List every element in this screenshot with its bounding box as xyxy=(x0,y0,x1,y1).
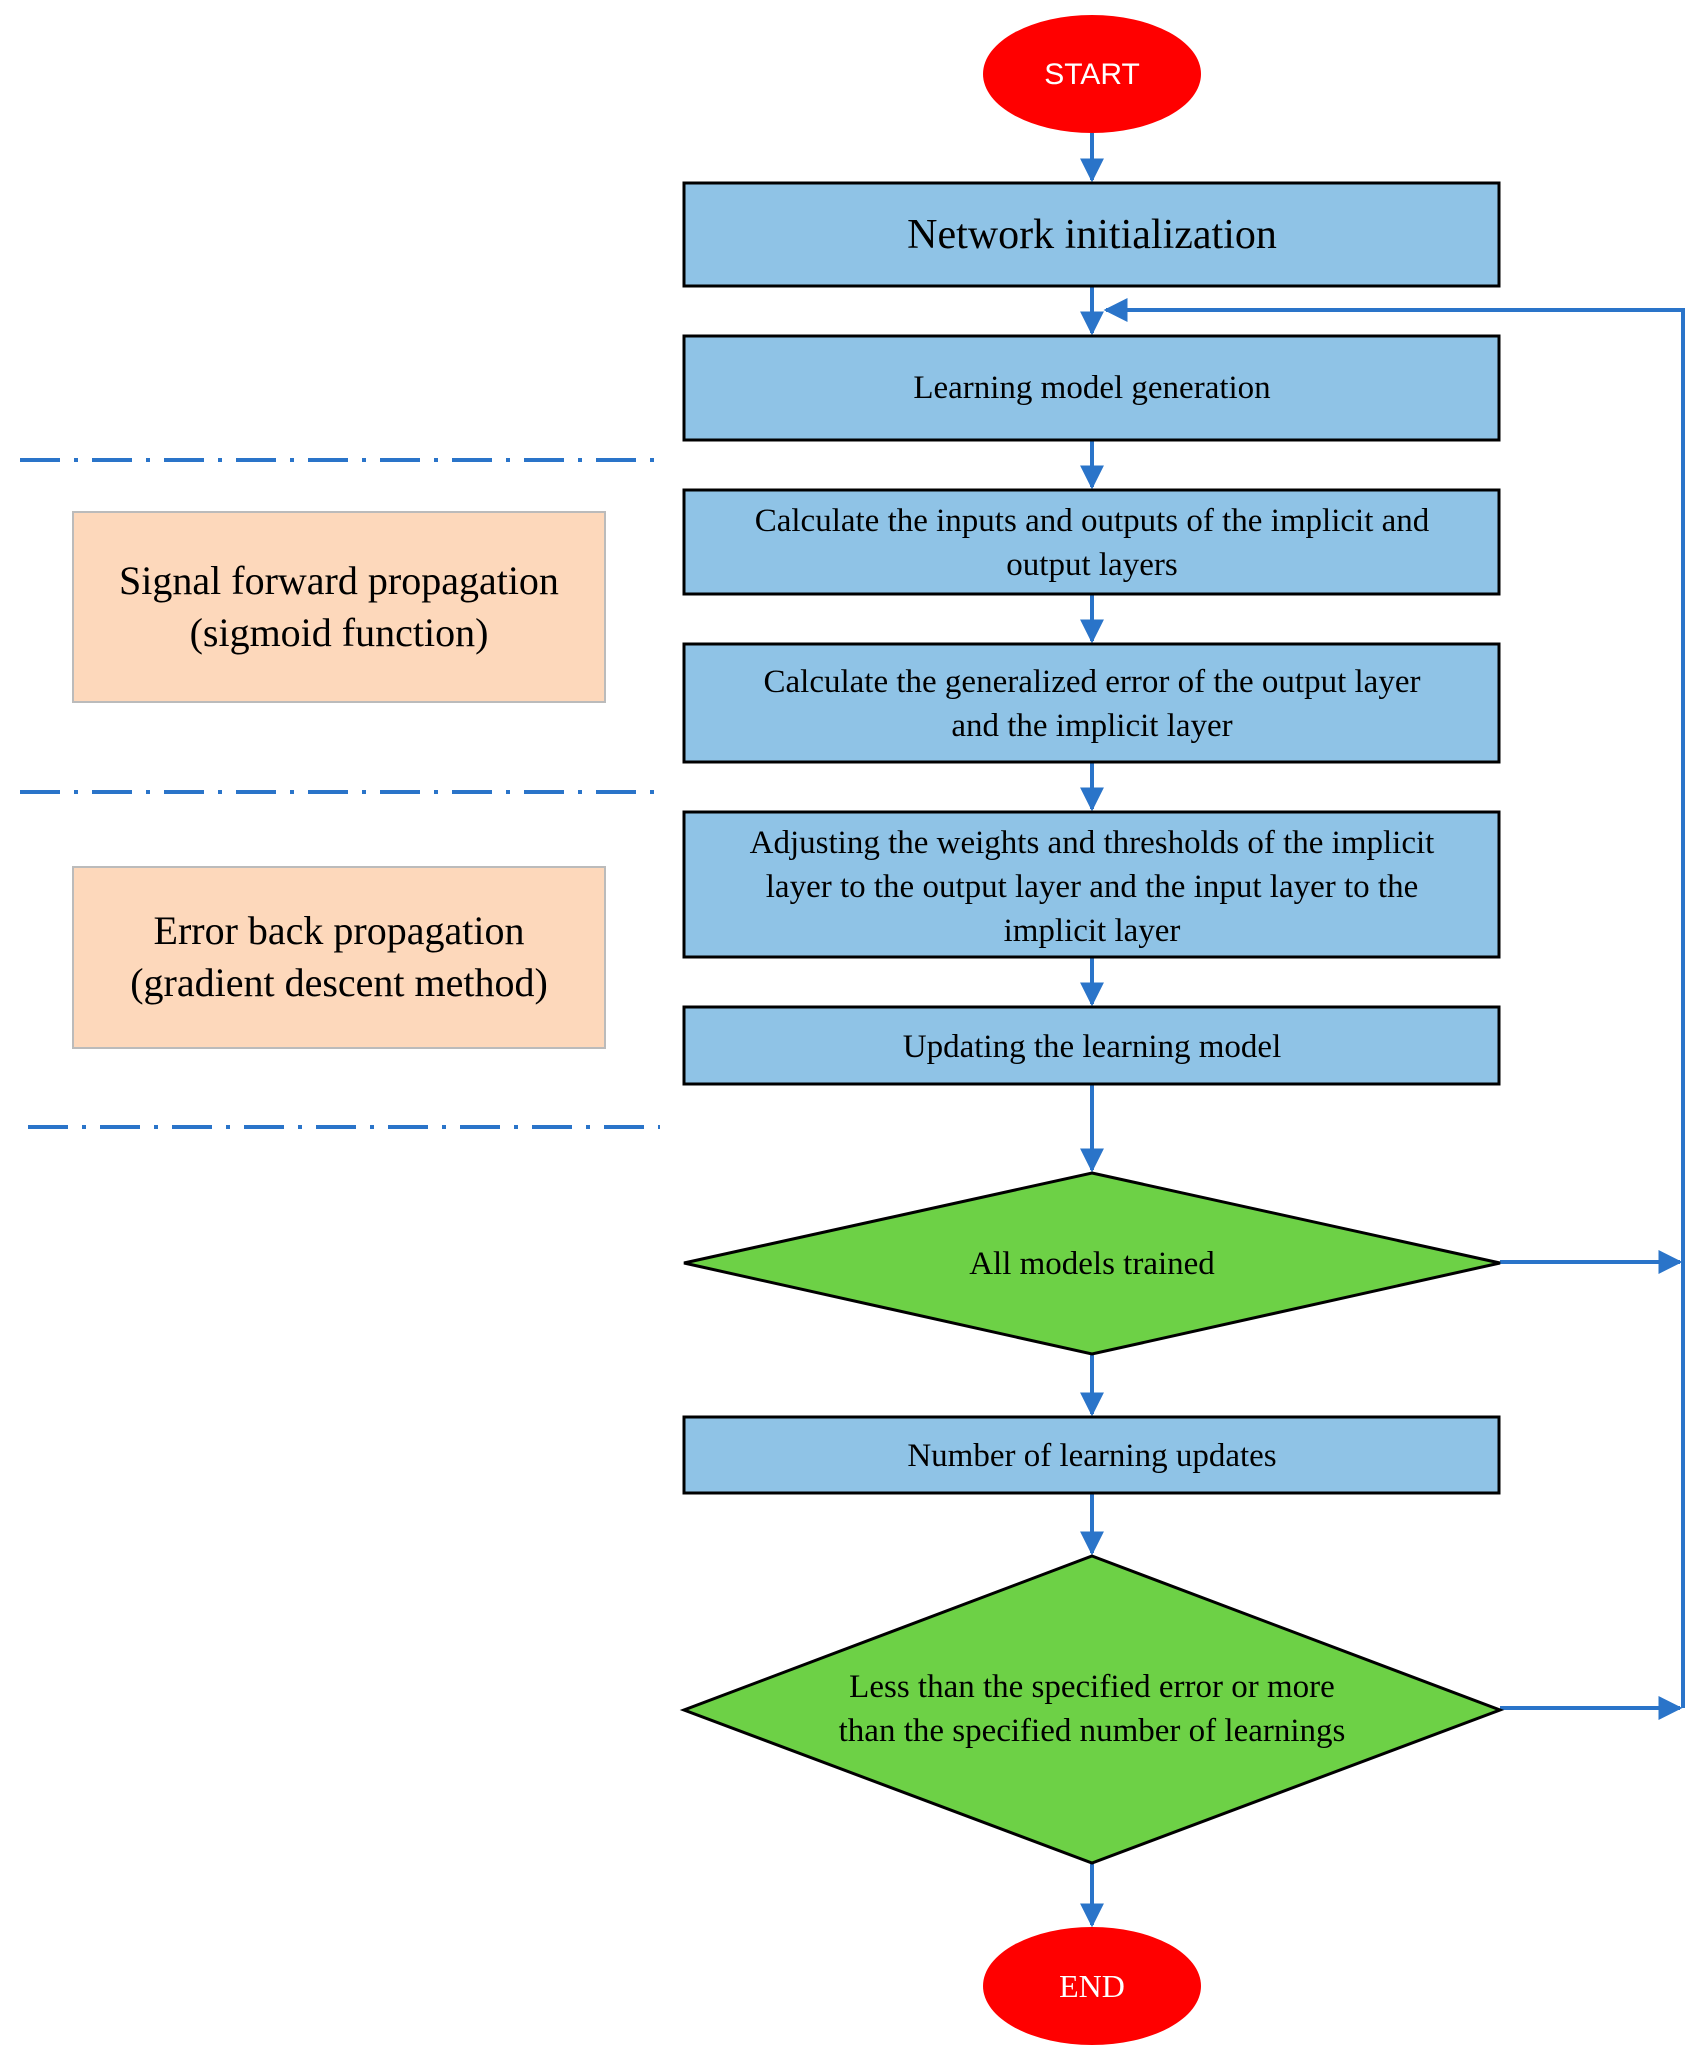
generation-label: Learning model generation xyxy=(913,370,1270,406)
number-of-updates-box: Number of learning updates xyxy=(682,1415,1501,1495)
adjust-line-2: layer to the output layer and the input … xyxy=(766,869,1418,905)
end-terminal: END xyxy=(983,1927,1201,2045)
calc-error-line-1: Calculate the generalized error of the o… xyxy=(764,664,1421,700)
loop-return-path xyxy=(1103,298,1685,1708)
network-initialization-box: Network initialization xyxy=(682,181,1501,288)
all-models-trained-decision: All models trained xyxy=(683,1171,1501,1356)
calc-inputs-outputs-box: Calculate the inputs and outputs of the … xyxy=(682,488,1501,596)
back-propagation-annotation: Error back propagation (gradient descent… xyxy=(72,866,606,1049)
forward-line-2: (sigmoid function) xyxy=(190,610,489,655)
calc-io-line-2: output layers xyxy=(1006,547,1177,583)
calc-error-line-2: and the implicit layer xyxy=(951,708,1232,744)
calc-io-line-1: Calculate the inputs and outputs of the … xyxy=(755,503,1430,539)
adjust-weights-box: Adjusting the weights and thresholds of … xyxy=(682,810,1501,959)
updates-label: Number of learning updates xyxy=(907,1438,1276,1474)
adjust-line-1: Adjusting the weights and thresholds of … xyxy=(750,825,1435,861)
forward-propagation-annotation: Signal forward propagation (sigmoid func… xyxy=(72,511,606,703)
stop-condition-decision: Less than the specified error or more th… xyxy=(679,1554,1505,1865)
learning-model-generation-box: Learning model generation xyxy=(682,334,1501,442)
backward-line-1: Error back propagation xyxy=(154,908,525,953)
decision2-line-2: than the specified number of learnings xyxy=(839,1713,1346,1749)
forward-line-1: Signal forward propagation xyxy=(119,558,559,603)
network-init-label: Network initialization xyxy=(907,212,1277,258)
connectors xyxy=(1080,133,1685,1928)
decision1-label: All models trained xyxy=(969,1246,1215,1282)
adjust-line-3: implicit layer xyxy=(1004,913,1181,949)
updating-label: Updating the learning model xyxy=(903,1029,1282,1065)
calc-generalized-error-box: Calculate the generalized error of the o… xyxy=(682,642,1501,764)
decision2-line-1: Less than the specified error or more xyxy=(849,1669,1335,1705)
start-label: START xyxy=(1044,58,1140,91)
start-terminal: START xyxy=(983,15,1201,133)
updating-model-box: Updating the learning model xyxy=(682,1005,1501,1086)
backward-line-2: (gradient descent method) xyxy=(130,960,548,1005)
end-label: END xyxy=(1059,1968,1125,2004)
